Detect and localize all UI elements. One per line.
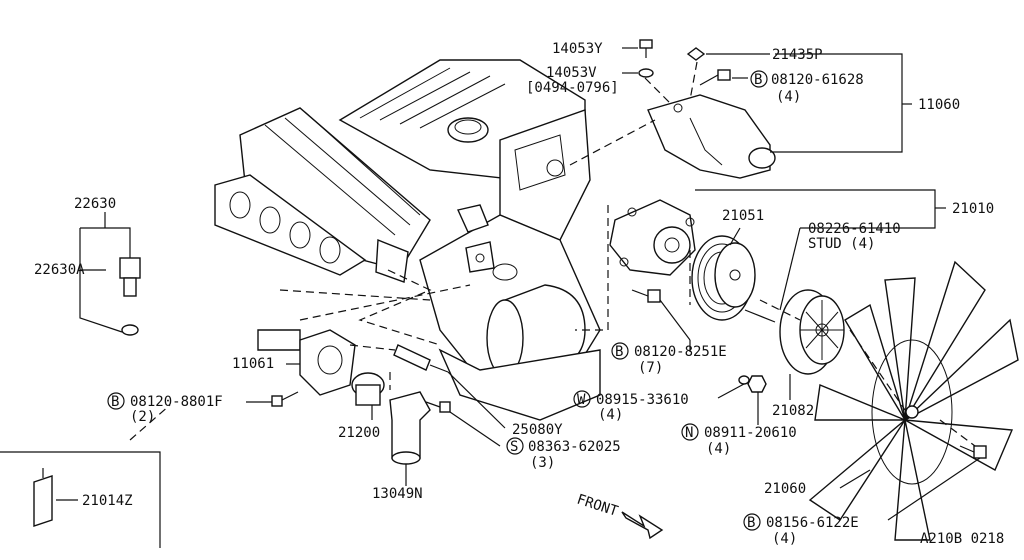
label-11060: 11060 bbox=[918, 97, 960, 113]
bolt-08120-8801F-illustration bbox=[271, 391, 299, 407]
pulley-21051-illustration bbox=[691, 235, 756, 321]
marker-bolt-08156: B bbox=[743, 513, 761, 531]
bolt-08120-61628-illustration bbox=[699, 69, 731, 86]
label-21082: 21082 bbox=[772, 403, 814, 419]
label-08911-20610: 08911-20610 bbox=[704, 425, 797, 441]
label-08915-33610: 08915-33610 bbox=[596, 392, 689, 408]
label-qty-08915: (4) bbox=[598, 407, 623, 423]
label-21010: 21010 bbox=[952, 201, 994, 217]
assembly-dashed-lines bbox=[129, 61, 976, 447]
marker-screw-letter: S bbox=[510, 439, 518, 455]
marker-bolt-61628-letter: B bbox=[754, 72, 762, 88]
marker-washer-08915: W bbox=[573, 390, 591, 408]
label-qty-08911: (4) bbox=[706, 441, 731, 457]
water-outlet-11060-illustration bbox=[647, 94, 776, 179]
label-21051: 21051 bbox=[722, 208, 764, 224]
marker-bolt-8251E-letter: B bbox=[615, 344, 623, 360]
label-08120-8801F: 08120-8801F bbox=[130, 394, 223, 410]
water-pump-21010-illustration bbox=[609, 199, 696, 276]
diagram-code: A210B 0218 bbox=[920, 531, 1004, 547]
label-08226-61410: 08226-61410 bbox=[808, 221, 901, 237]
label-08156-6122E: 08156-6122E bbox=[766, 515, 859, 531]
front-arrow-icon bbox=[621, 511, 664, 540]
marker-screw-08363: S bbox=[506, 437, 524, 455]
label-21435P: 21435P bbox=[772, 47, 823, 63]
gasket-21435P-illustration bbox=[686, 47, 706, 61]
washer-14053V-illustration bbox=[638, 68, 654, 78]
label-21014Z: 21014Z bbox=[82, 493, 133, 509]
water-inlet-13049N-illustration bbox=[389, 391, 431, 465]
marker-nut-letter: N bbox=[685, 425, 693, 441]
fan-blade-21060-illustration bbox=[808, 260, 1019, 541]
label-date-range: [0494-0796] bbox=[526, 80, 619, 96]
leader-lines bbox=[56, 47, 981, 521]
label-08363-62025: 08363-62025 bbox=[528, 439, 621, 455]
sensor-21014Z-illustration bbox=[33, 468, 53, 527]
sensor-22630-illustration bbox=[119, 257, 141, 336]
marker-bolt-61628: B bbox=[750, 70, 768, 88]
marker-bolt-08156-letter: B bbox=[747, 515, 755, 531]
label-11061: 11061 bbox=[232, 356, 274, 372]
label-qty-08156: (4) bbox=[772, 531, 797, 547]
label-front: FRONT bbox=[575, 492, 621, 520]
label-stud-qty: STUD (4) bbox=[808, 236, 875, 252]
washer-08915-illustration bbox=[738, 375, 750, 385]
marker-washer-letter: W bbox=[577, 392, 586, 408]
bolt-08120-8251E-illustration bbox=[631, 289, 661, 303]
label-08120-8251E: 08120-8251E bbox=[634, 344, 727, 360]
label-13049N: 13049N bbox=[372, 486, 423, 502]
screw-08363-illustration bbox=[425, 401, 451, 413]
marker-bolt-8801F: B bbox=[107, 392, 125, 410]
engine-block-illustration bbox=[214, 59, 601, 421]
label-14053V: 14053V bbox=[546, 65, 597, 81]
nut-08911-illustration bbox=[747, 375, 767, 393]
label-22630A: 22630A bbox=[34, 262, 85, 278]
sensor-25080Y-illustration bbox=[393, 344, 449, 373]
bolt-14053Y-illustration bbox=[639, 39, 653, 58]
label-qty-8251E: (7) bbox=[638, 360, 663, 376]
stud-08226-illustration bbox=[744, 309, 776, 323]
label-25080Y: 25080Y bbox=[512, 422, 563, 438]
label-qty-08363: (3) bbox=[530, 455, 555, 471]
label-08120-61628: 08120-61628 bbox=[771, 72, 864, 88]
inset-frame bbox=[0, 451, 161, 548]
label-21060: 21060 bbox=[764, 481, 806, 497]
marker-bolt-8801F-letter: B bbox=[111, 394, 119, 410]
fan-clutch-21082-illustration bbox=[779, 289, 845, 375]
label-14053Y: 14053Y bbox=[552, 41, 603, 57]
marker-nut-08911: N bbox=[681, 423, 699, 441]
thermostat-21200-illustration bbox=[351, 372, 385, 406]
label-22630: 22630 bbox=[74, 196, 116, 212]
marker-bolt-8251E: B bbox=[611, 342, 629, 360]
label-qty-8801F: (2) bbox=[130, 409, 155, 425]
thermostat-housing-11061-illustration bbox=[257, 329, 356, 396]
part-labels: 14053Y 14053V [0494-0796] 21435P 08120-6… bbox=[34, 41, 1004, 547]
label-qty-61628: (4) bbox=[776, 89, 801, 105]
label-21200: 21200 bbox=[338, 425, 380, 441]
